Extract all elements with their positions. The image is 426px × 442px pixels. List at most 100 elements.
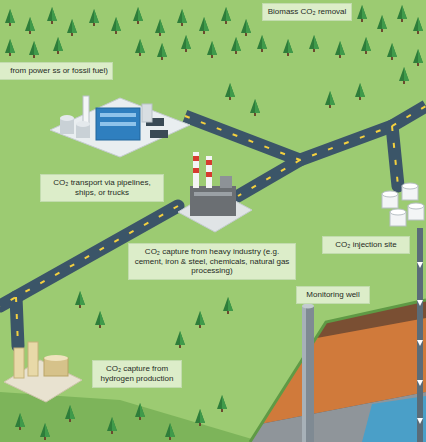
injection-well [417,418,423,424]
tree [361,37,371,51]
tree [155,19,165,33]
heavy-industry-plant [190,186,236,216]
tree [309,35,319,49]
power-plant [100,122,136,126]
tree [382,15,387,29]
heavy-industry-plant [193,152,199,188]
power-plant [50,96,190,157]
tree [10,39,15,53]
tree [255,99,260,113]
tree [250,99,260,116]
tree [223,297,233,311]
heavy-industry-plant [178,152,252,232]
tree [135,39,145,56]
tree [362,5,367,19]
tree [133,7,143,21]
tree [366,37,371,51]
heavy-industry-plant [206,160,212,165]
heavy-industry-plant [194,192,232,196]
tree [15,413,25,430]
tree [67,19,77,33]
tree [107,417,117,434]
tree [225,83,235,100]
storage-tanks [390,209,406,215]
tree [340,41,345,55]
tree [377,15,387,32]
power-plant [150,130,168,138]
tree [288,39,293,53]
tree [111,17,121,34]
ground-cross-section [240,290,426,442]
label-text: from power ss or fossil fuel) [5,66,108,76]
tree [199,17,209,31]
label-box: CO₂ capture from hydrogen production [92,360,182,388]
surface-edge [250,300,426,442]
hydrogen-plant [14,348,24,378]
tree [160,19,165,33]
tree [5,39,15,56]
tree [70,405,75,419]
tree [67,19,77,36]
tree [181,35,191,49]
tree [65,405,75,419]
tree [357,5,367,19]
tree [377,15,387,29]
tree [283,39,293,53]
tree [135,403,145,420]
storage-tanks [382,183,424,226]
ground-cross-section [240,290,426,442]
tree [5,5,423,440]
grass-ground [0,392,262,442]
tree [250,99,260,113]
hydrogen-plant [28,342,38,376]
heavy-industry-plant [206,172,212,177]
surface-edge [250,300,426,442]
tree [89,9,99,23]
tree [40,423,50,437]
injection-well [417,380,423,386]
tree [29,41,39,55]
heavy-industry-plant [220,176,232,188]
tree [200,409,205,423]
tree [53,37,63,54]
tree [195,311,205,328]
tree [335,41,345,55]
injection-well [417,340,423,346]
tree [236,37,241,51]
tree [175,331,185,345]
heavy-industry-plant [206,156,212,188]
tree [199,17,209,34]
tree [241,19,251,36]
ground-cross-section [240,392,426,442]
tree [140,39,145,53]
monitoring-well [302,304,314,442]
power-plant [60,115,74,121]
storage-tanks [408,203,424,209]
tree [222,395,227,409]
tree [231,37,241,54]
tree [15,413,25,427]
tree [5,9,15,23]
tree [387,43,397,60]
tree [404,67,409,81]
tree [95,311,105,328]
heavy-industry-plant [193,156,199,161]
tree [186,35,191,49]
tree [65,405,75,422]
heavy-industry-plant [193,168,199,173]
tree [177,9,187,26]
tree [138,7,143,21]
pipeline [0,106,426,346]
tree [413,17,423,34]
label-text: CO₂ transport via pipelines, ships, or t… [45,178,159,197]
tree [207,41,217,58]
tree [402,5,407,19]
tree [399,67,409,81]
tree [181,35,191,52]
tree [107,417,117,431]
tree [155,19,165,36]
tree [175,331,185,348]
hydrogen-plant [4,342,82,402]
